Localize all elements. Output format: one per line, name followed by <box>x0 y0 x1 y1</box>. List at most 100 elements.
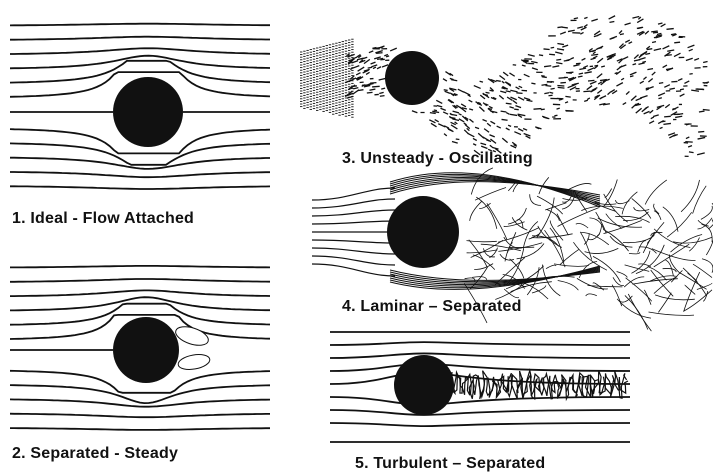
flow-dash <box>487 123 491 126</box>
flow-dash <box>455 122 458 124</box>
streamline <box>330 423 630 426</box>
cylinder <box>113 77 183 147</box>
wake-stroke <box>483 248 495 257</box>
wake-stroke <box>584 233 589 244</box>
flow-dash <box>377 58 383 59</box>
flow-dash <box>686 58 693 60</box>
flow-dash <box>621 78 624 80</box>
streamline <box>10 428 270 430</box>
streamline <box>10 290 270 296</box>
flow-dash <box>632 16 639 18</box>
flow-dash <box>587 86 592 90</box>
flow-dash <box>549 92 553 93</box>
flow-dash <box>630 72 637 75</box>
flow-dash <box>386 56 389 57</box>
flow-dash <box>591 19 597 21</box>
caption-ideal-flow: 1. Ideal - Flow Attached <box>12 210 194 228</box>
wake-stroke <box>523 283 548 299</box>
flow-dash <box>647 49 653 50</box>
flow-dash <box>473 144 476 145</box>
flow-dash <box>684 81 689 83</box>
flow-dash <box>542 77 547 78</box>
flow-dash <box>539 55 543 56</box>
flow-dash <box>698 137 706 139</box>
streamline <box>312 221 395 224</box>
flow-dash <box>597 58 603 62</box>
streamline <box>330 372 630 384</box>
flow-dash <box>646 88 649 89</box>
flow-dash <box>593 52 595 54</box>
panel-ideal-flow <box>10 24 270 189</box>
flow-dash <box>451 80 457 81</box>
wake-stroke <box>554 264 589 266</box>
wake-stroke <box>693 186 707 214</box>
flow-dash <box>565 111 572 112</box>
flow-dash <box>698 131 704 132</box>
streamline <box>10 56 270 69</box>
flow-dash <box>461 104 466 107</box>
flow-dash <box>570 87 576 90</box>
flow-dash <box>560 32 566 34</box>
flow-dash <box>678 79 682 81</box>
flow-dash <box>699 111 705 112</box>
wake-stroke <box>487 203 507 239</box>
flow-dash <box>444 90 448 91</box>
flow-dash <box>373 67 376 69</box>
flow-dash <box>452 141 458 143</box>
flow-dash <box>645 31 649 34</box>
wake-stroke <box>697 283 712 290</box>
flow-dash <box>453 111 459 113</box>
flow-dash <box>370 83 376 84</box>
flow-dash <box>576 63 581 64</box>
flow-dash <box>377 67 381 69</box>
flow-dash <box>623 57 628 59</box>
wake-stroke <box>703 291 708 301</box>
flow-dash <box>369 51 373 53</box>
flow-dash <box>497 126 501 128</box>
flow-dash <box>459 114 462 115</box>
flow-dash <box>658 93 665 96</box>
flow-dash <box>669 88 674 89</box>
flow-dash <box>660 127 663 128</box>
wake-stroke <box>474 264 493 270</box>
wake-stroke <box>625 295 648 329</box>
flow-dash <box>659 83 663 84</box>
flow-dash <box>381 88 385 89</box>
flow-dash <box>557 43 564 44</box>
flow-dash <box>503 72 508 76</box>
wake-stroke <box>615 216 649 222</box>
flow-dash <box>450 114 457 115</box>
flow-dash <box>636 108 642 113</box>
caption-unsteady-oscillating: 3. Unsteady - Oscillating <box>342 150 533 168</box>
flow-dash <box>623 103 626 105</box>
flow-dash <box>686 137 689 139</box>
flow-dash <box>490 121 495 124</box>
flow-dash <box>577 27 583 29</box>
flow-dash <box>666 29 673 30</box>
flow-dash <box>565 102 568 103</box>
flow-dash <box>661 24 666 27</box>
wake-stroke <box>469 240 487 267</box>
wake-stroke <box>650 276 675 281</box>
flow-dash <box>648 79 652 82</box>
streamline <box>312 199 395 208</box>
flow-dash <box>642 108 647 112</box>
streamline <box>312 210 395 216</box>
flow-dash <box>634 55 638 59</box>
flow-dash <box>557 49 564 50</box>
flow-dash <box>412 111 417 113</box>
flow-dash <box>452 119 459 121</box>
wake-stroke <box>557 214 568 236</box>
flow-dash <box>345 80 352 83</box>
wake-stroke <box>658 293 671 313</box>
wake-stroke <box>498 228 539 243</box>
flow-dash <box>564 60 569 61</box>
flow-dash <box>506 91 511 92</box>
caption-laminar-separated: 4. Laminar – Separated <box>342 298 522 316</box>
flow-dash <box>523 60 528 61</box>
flow-dash <box>651 31 658 32</box>
flow-dash <box>369 89 375 90</box>
flow-dash <box>597 74 602 78</box>
flow-dash <box>435 120 439 122</box>
flow-dash <box>483 119 487 121</box>
